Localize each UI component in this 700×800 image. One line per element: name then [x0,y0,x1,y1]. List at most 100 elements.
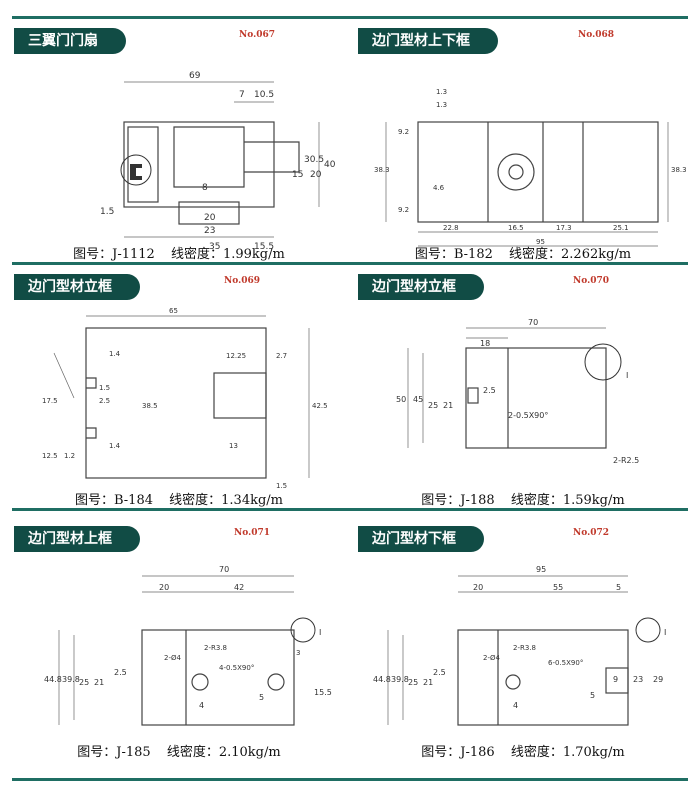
dim-label: 55 [553,583,563,592]
panel-title: 边门型材立框 [358,274,484,300]
dim-label: 1.4 [109,442,121,450]
dim-label: 7 [239,90,245,100]
dim-label: 2.5 [433,668,446,677]
profile-drawing: 95 20 55 5 2-Ø4 2-R3.8 6-0.5X90° 2.5 44.… [373,565,666,726]
dim-label: 1.3 [436,88,447,96]
dim-label: 25 [428,401,438,410]
dim-label: 95 [536,238,545,246]
dim-label: 25.1 [613,224,629,232]
dim-label: 2.5 [99,397,110,405]
dim-label: 70 [219,565,229,574]
panel-number: No.071 [234,528,270,538]
dim-label: 1.3 [436,101,447,109]
dim-label: 21 [94,678,104,687]
dim-label: 15.5 [314,688,332,697]
caption: 图号：J-1112 线密度：1.99kg/m [14,243,344,262]
panel-no071: 边门型材上框 No.071 70 20 42 2-Ø4 2-R3.8 4-0.5… [14,526,344,771]
dim-label: 42.5 [312,402,328,410]
dim-label: 5 [590,691,595,700]
bottom-rule [12,778,688,781]
dim-label: 2-Ø4 [483,654,500,662]
panel-title: 边门型材立框 [14,274,140,300]
dim-label: 25 [79,678,89,687]
panel-no072: 边门型材下框 No.072 95 20 55 5 2-Ø4 2-R3.8 6-0… [358,526,688,771]
divider-rule-1 [12,262,688,265]
profile-drawing: 70 18 2.5 2-0.5X90° 50 45 25 21 2-R2.5 I [396,318,639,465]
caption: 图号：J-185 线密度：2.10kg/m [14,741,344,760]
dim-label: 23 [633,675,643,684]
dim-label: 38.5 [142,402,158,410]
panel-no070: 边门型材立框 No.070 70 18 2.5 2-0.5X90° 50 45 … [358,274,688,519]
dim-label: 21 [443,401,453,410]
dim-label: 1.5 [276,482,287,490]
dim-label: 15.5 [254,242,274,252]
dim-label: 5 [616,583,621,592]
dim-label: 42 [234,583,244,592]
dim-label: 8 [202,183,208,193]
dim-label: 20 [159,583,169,592]
dim-label: 69 [189,71,201,81]
panel-number: No.067 [239,30,275,40]
drawing-code: 图号：B-184 [74,493,153,508]
dim-label: 2-0.5X90° [508,411,548,420]
dim-label: 45 [413,395,423,404]
linear-density: 线密度：1.59kg/m [510,493,625,508]
dim-label: 1.2 [64,452,75,460]
dim-label: 2-R3.8 [204,644,227,652]
divider-rule-2 [12,508,688,511]
dim-label: 16.5 [508,224,524,232]
dim-label: 13 [229,442,238,450]
dim-label: I [626,371,628,380]
profile-drawing: 70 20 42 2-Ø4 2-R3.8 4-0.5X90° 3 2.5 44.… [44,565,332,726]
dim-label: 38.3 [671,166,687,174]
dim-label: 39.8 [62,675,80,684]
dim-label: 38.3 [374,166,390,174]
dim-label: 95 [536,565,546,574]
dim-label: 20 [310,170,322,180]
linear-density: 线密度：1.99kg/m [170,247,285,262]
linear-density: 线密度：2.262kg/m [509,247,632,262]
caption: 图号：B-182 线密度：2.262kg/m [358,243,688,262]
profile-drawing: 69 7 10.5 30.5 15 20 40 8 1.5 20 23 35 1… [100,71,336,252]
drawing-code: 图号：B-182 [414,247,493,262]
top-rule [12,16,688,19]
panel-title: 边门型材上下框 [358,28,498,54]
dim-label: 44.8 [373,675,391,684]
dim-label: 4 [513,701,518,710]
dim-label: 2-Ø4 [164,654,181,662]
dim-label: I [664,628,666,637]
dim-label: 4.6 [433,184,445,192]
dim-label: 29 [653,675,663,684]
caption: 图号：J-186 线密度：1.70kg/m [358,741,688,760]
dim-label: 17.3 [556,224,572,232]
panel-no067: 三翼门门扇 No.067 69 7 10.5 30.5 15 20 40 8 1… [14,28,344,273]
panel-no068: 边门型材上下框 No.068 1.3 1.3 38.3 22.8 16.5 17… [358,28,688,273]
panel-no069: 边门型材立框 No.069 65 1.4 1.5 2.5 38.5 12.25 … [14,274,344,519]
drawing-code: 图号：J-188 [421,493,495,508]
dim-label: 70 [528,318,538,327]
dim-label: 2-R3.8 [513,644,536,652]
dim-label: 1.4 [109,350,121,358]
dim-label: 2.7 [276,352,287,360]
dim-label: 9.2 [398,128,409,136]
panel-number: No.072 [573,528,609,538]
dim-label: 4-0.5X90° [219,664,254,672]
panel-title: 边门型材下框 [358,526,484,552]
drawing-code: 图号：J-186 [421,745,495,760]
dim-label: 2.5 [483,386,496,395]
linear-density: 线密度：1.34kg/m [169,493,283,508]
dim-label: 23 [204,226,215,236]
profile-drawing: 1.3 1.3 38.3 22.8 16.5 17.3 25.1 95 38.3… [374,88,687,247]
dim-label: 22.8 [443,224,459,232]
dim-label: 39.8 [391,675,409,684]
dim-label: 9.2 [398,206,409,214]
dim-label: 17.5 [42,397,58,405]
dim-label: 1.5 [99,384,110,392]
dim-label: 9 [613,675,618,684]
dim-label: 10.5 [254,90,274,100]
panel-title: 三翼门门扇 [14,28,126,54]
dim-label: 2-R2.5 [613,456,639,465]
panel-number: No.068 [578,30,614,40]
dim-label: 15 [292,170,303,180]
dim-label: 50 [396,395,406,404]
